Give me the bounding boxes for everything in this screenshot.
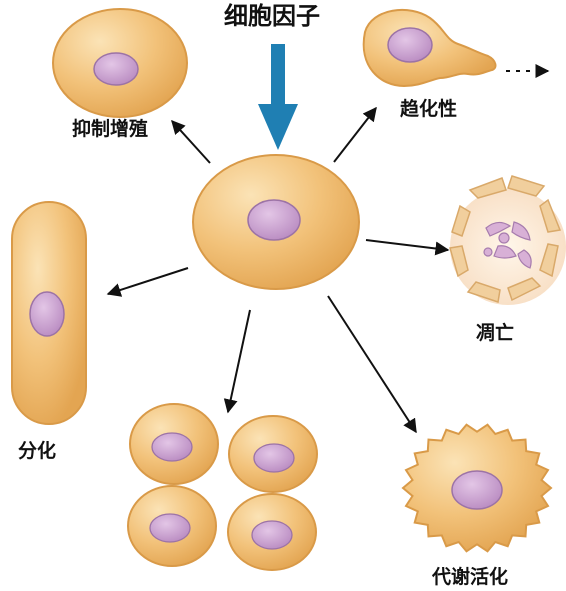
metabolic-activation-cell [401,423,553,553]
differentiation-nucleus [29,291,65,337]
cytokine-signal-arrow [258,44,298,150]
differentiation-cell [11,201,87,425]
arrow-to-proliferation [223,309,251,414]
arrow-to-chemotaxis [333,106,377,163]
metabolic-activation-nucleus [451,470,503,510]
chemotaxis-nucleus [387,27,433,63]
apoptosis-cell [449,175,566,305]
arrow-to-metabolic-activation [327,295,417,434]
proliferating-cell [227,493,317,571]
arrow-to-inhibit-proliferation [171,119,211,164]
proliferating-cell [129,403,219,485]
central-cell [192,154,360,290]
arrow-to-differentiation [106,267,189,297]
inhibit-proliferation-nucleus [93,52,139,86]
proliferating-cell [127,485,217,567]
diagram-title: 细胞因子 [224,2,320,30]
inhibit-proliferation-cell [52,8,188,118]
label-metabolic-activation: 代谢活化 [432,566,509,588]
proliferating-cell [228,415,318,493]
label-inhibit-proliferation: 抑制增殖 [72,118,149,140]
label-chemotaxis: 趋化性 [400,98,458,120]
label-differentiation: 分化 [18,440,57,462]
proliferation-cells [127,403,318,571]
arrow-to-apoptosis [365,239,450,256]
label-apoptosis: 凋亡 [476,322,515,344]
central-cell-nucleus [247,199,301,241]
chemotaxis-cell [362,8,550,88]
